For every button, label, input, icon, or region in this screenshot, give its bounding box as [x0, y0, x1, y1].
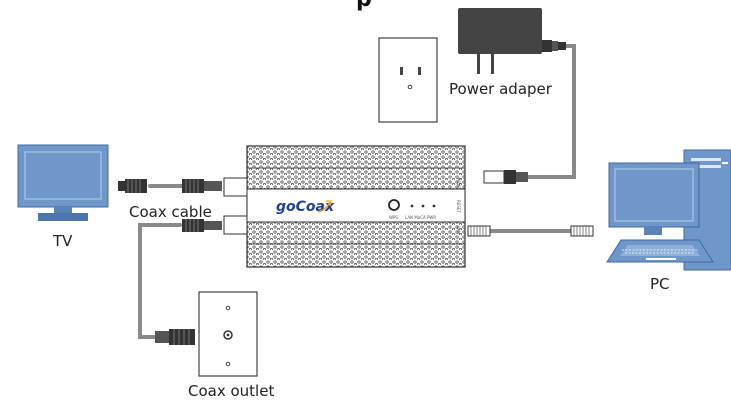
ethernet-plugs — [467, 225, 594, 237]
led-moca — [421, 204, 425, 208]
tv-icon — [17, 144, 109, 221]
cables — [138, 44, 577, 339]
port-label-reset: RESET — [456, 200, 461, 213]
dc-plug — [483, 170, 528, 184]
wps-button — [388, 199, 400, 211]
power-cable — [525, 44, 576, 179]
pc-icon — [606, 149, 731, 271]
title-fragment: p — [356, 0, 372, 12]
coax-connectors-outlet — [155, 219, 222, 345]
brand-swoosh — [317, 201, 331, 213]
tv-label: TV — [52, 232, 73, 250]
coax-connectors-tv — [118, 179, 222, 193]
power-adapter — [458, 8, 566, 74]
coax-wall-outlet — [198, 291, 258, 377]
led-lan — [410, 204, 414, 208]
led-labels: LAN MoCA PWR — [405, 215, 436, 220]
pc-label: PC — [650, 275, 670, 293]
port-label-pow: POW — [456, 178, 461, 188]
coax-outlet-label: Coax outlet — [188, 382, 274, 400]
led-pwr — [432, 204, 436, 208]
gocoax-adapter: goCoax WPS LAN MoCA PWR POW RESET LAN — [223, 145, 466, 268]
wall-power-outlet — [378, 37, 438, 123]
port-label-lan: LAN — [456, 226, 461, 234]
power-adapter-label: Power adaper — [449, 80, 553, 98]
coax-cable-label: Coax cable — [129, 203, 212, 221]
coax-cable-outlet — [138, 223, 182, 339]
wps-label: WPS — [389, 215, 398, 220]
